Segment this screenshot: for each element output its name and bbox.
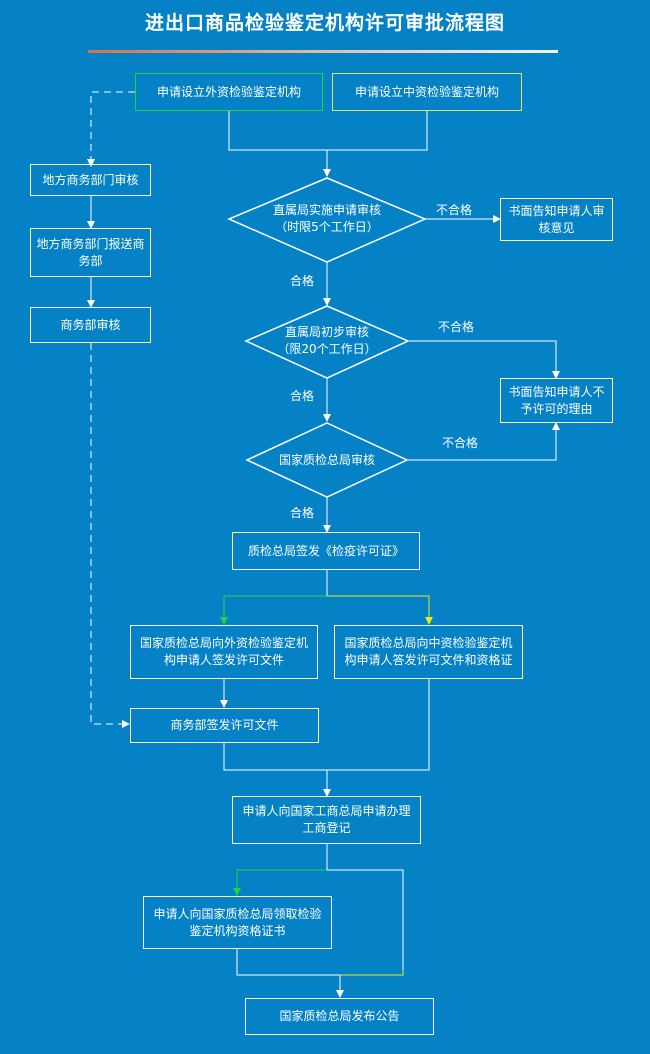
node-issue-permit: 质检总局签发《检疫许可证》	[232, 532, 420, 570]
label-pass-prelim: 合格	[290, 389, 315, 403]
node-notify-review: 书面告知申请人审核意见	[500, 198, 613, 241]
connector-prelim-fail	[408, 340, 560, 379]
green-connector-to-collect-cert	[233, 869, 327, 896]
node-announce: 国家质检总局发布公告	[245, 998, 434, 1035]
connector-merge-applications	[228, 111, 428, 151]
connector-collect-to-announce	[236, 949, 340, 976]
node-issue-foreign: 国家质检总局向外资检验鉴定机构申请人签发许可文件	[130, 625, 318, 679]
dashed-connector-foreign-to-local	[87, 91, 135, 167]
decision-prelim-review-text: 直属局初步审核 （限20个工作日）	[277, 325, 377, 356]
node-register: 申请人向国家工商总局申请办理工商登记	[232, 796, 421, 844]
decision-aqsiq-review-text: 国家质检总局审核	[278, 453, 375, 467]
yellow-connector-to-chinese-issue	[327, 595, 433, 625]
dashed-connector-mofcom-review-to-issue	[90, 343, 130, 728]
label-fail-prelim: 不合格	[438, 320, 475, 334]
node-apply-foreign: 申请设立外资检验鉴定机构	[135, 73, 323, 111]
yellow-connector-to-announce	[340, 970, 404, 976]
connector-aqsiq-fail	[407, 422, 560, 461]
title-underline	[88, 50, 558, 53]
node-apply-chinese: 申请设立中资检验鉴定机构	[332, 73, 522, 111]
decision-direct-review	[227, 177, 427, 263]
node-local-review: 地方商务部门审核	[30, 164, 151, 196]
connector-register-to-announce	[326, 844, 404, 998]
node-local-submit: 地方商务部门报送商务部	[30, 228, 151, 277]
label-fail-aqsiq: 不合格	[442, 436, 479, 450]
decision-prelim-review	[244, 305, 410, 379]
node-issue-chinese: 国家质检总局向中资检验鉴定机构申请人答发许可文件和资格证	[334, 625, 523, 679]
decision-aqsiq-review	[245, 422, 409, 498]
decision-direct-review-text: 直属局实施申请审核 （时限5个工作日）	[272, 203, 381, 234]
node-collect-cert: 申请人向国家质检总局领取检验鉴定机构资格证书	[143, 896, 332, 949]
green-connector-to-foreign-issue	[220, 595, 327, 625]
node-mofcom-review: 商务部审核	[30, 307, 151, 343]
node-mofcom-issue: 商务部签发许可文件	[130, 708, 319, 743]
node-notify-reject: 书面告知申请人不予许可的理由	[500, 378, 613, 423]
label-fail-direct: 不合格	[436, 203, 473, 217]
page-title: 进出口商品检验鉴定机构许可审批流程图	[144, 12, 505, 34]
label-pass-aqsiq: 合格	[290, 506, 315, 520]
label-pass-direct: 合格	[290, 274, 315, 288]
